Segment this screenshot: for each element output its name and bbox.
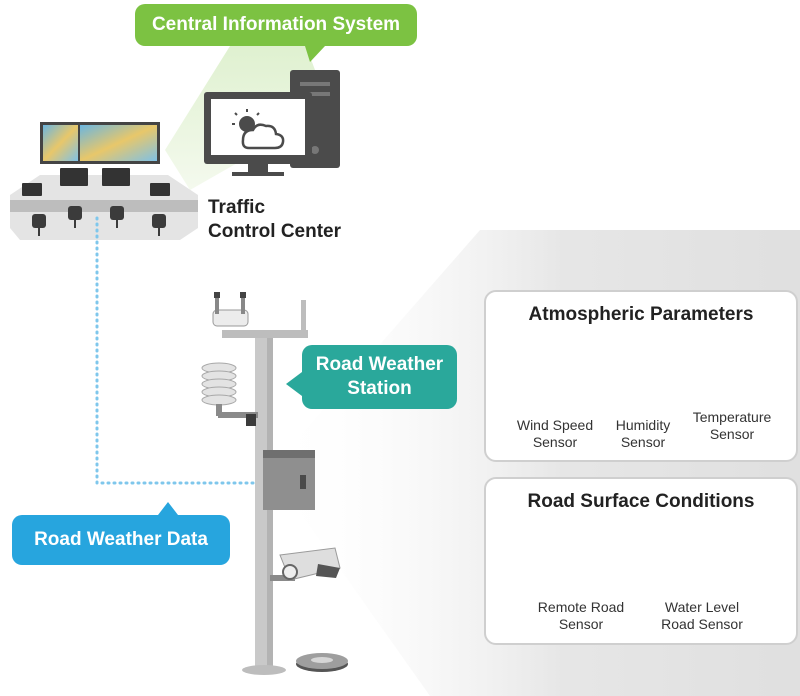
road-weather-data-label: Road Weather Data [34, 529, 208, 550]
central-information-system-label: Central Information System [151, 14, 401, 35]
control-room-icon [10, 122, 198, 240]
remote-road-sensor-line1: Remote Road [537, 599, 625, 615]
data-link-line [95, 216, 274, 485]
temperature-sensor-line1: Temperature [692, 409, 772, 425]
traffic-control-center-line2: Control Center [208, 221, 341, 242]
road-weather-data-callout: Road Weather Data [12, 515, 230, 565]
traffic-control-center-label: Traffic Control Center [208, 196, 341, 244]
computer-icon [204, 70, 340, 176]
central-information-system-callout: Central Information System [135, 4, 417, 46]
road-surface-conditions-panel: Road Surface Conditions Remote Road Sens… [484, 477, 798, 645]
road-weather-station-callout: Road Weather Station [302, 345, 457, 409]
water-level-road-sensor-line2: Road Sensor [661, 616, 743, 632]
wind-speed-sensor-line1: Wind Speed [516, 417, 594, 433]
wind-speed-sensor-label: Wind Speed Sensor [500, 417, 610, 451]
temperature-sensor-label: Temperature Sensor [677, 409, 787, 443]
road-surface-conditions-title: Road Surface Conditions [527, 491, 755, 512]
wind-speed-sensor-line2: Sensor [532, 434, 578, 450]
weather-station-pole [218, 300, 315, 675]
pole-remote-sensor-icon [270, 547, 341, 581]
pole-wind-sensor-icon [212, 292, 249, 327]
data-callout-tail [158, 502, 178, 515]
pole-temperature-shield-icon [201, 362, 237, 416]
atmospheric-parameters-title: Atmospheric Parameters [528, 304, 754, 325]
atmospheric-parameters-panel: Atmospheric Parameters Wind Speed Sensor… [484, 290, 798, 462]
road-weather-station-line2: Station [347, 378, 412, 399]
water-level-road-sensor-line1: Water Level [664, 599, 740, 615]
central-callout-tail [305, 46, 325, 62]
water-level-road-sensor-label: Water Level Road Sensor [647, 599, 757, 633]
remote-road-sensor-line2: Sensor [558, 616, 604, 632]
remote-road-sensor-label: Remote Road Sensor [526, 599, 636, 633]
road-weather-station-line1: Road Weather [315, 354, 444, 375]
humidity-sensor-label: Humidity Sensor [588, 417, 698, 451]
humidity-sensor-line2: Sensor [620, 434, 666, 450]
humidity-sensor-line1: Humidity [615, 417, 671, 433]
ground-puck-sensor-icon [296, 653, 348, 672]
station-callout-tail [286, 372, 302, 396]
temperature-sensor-line2: Sensor [709, 426, 755, 442]
traffic-control-center-line1: Traffic [208, 197, 266, 218]
